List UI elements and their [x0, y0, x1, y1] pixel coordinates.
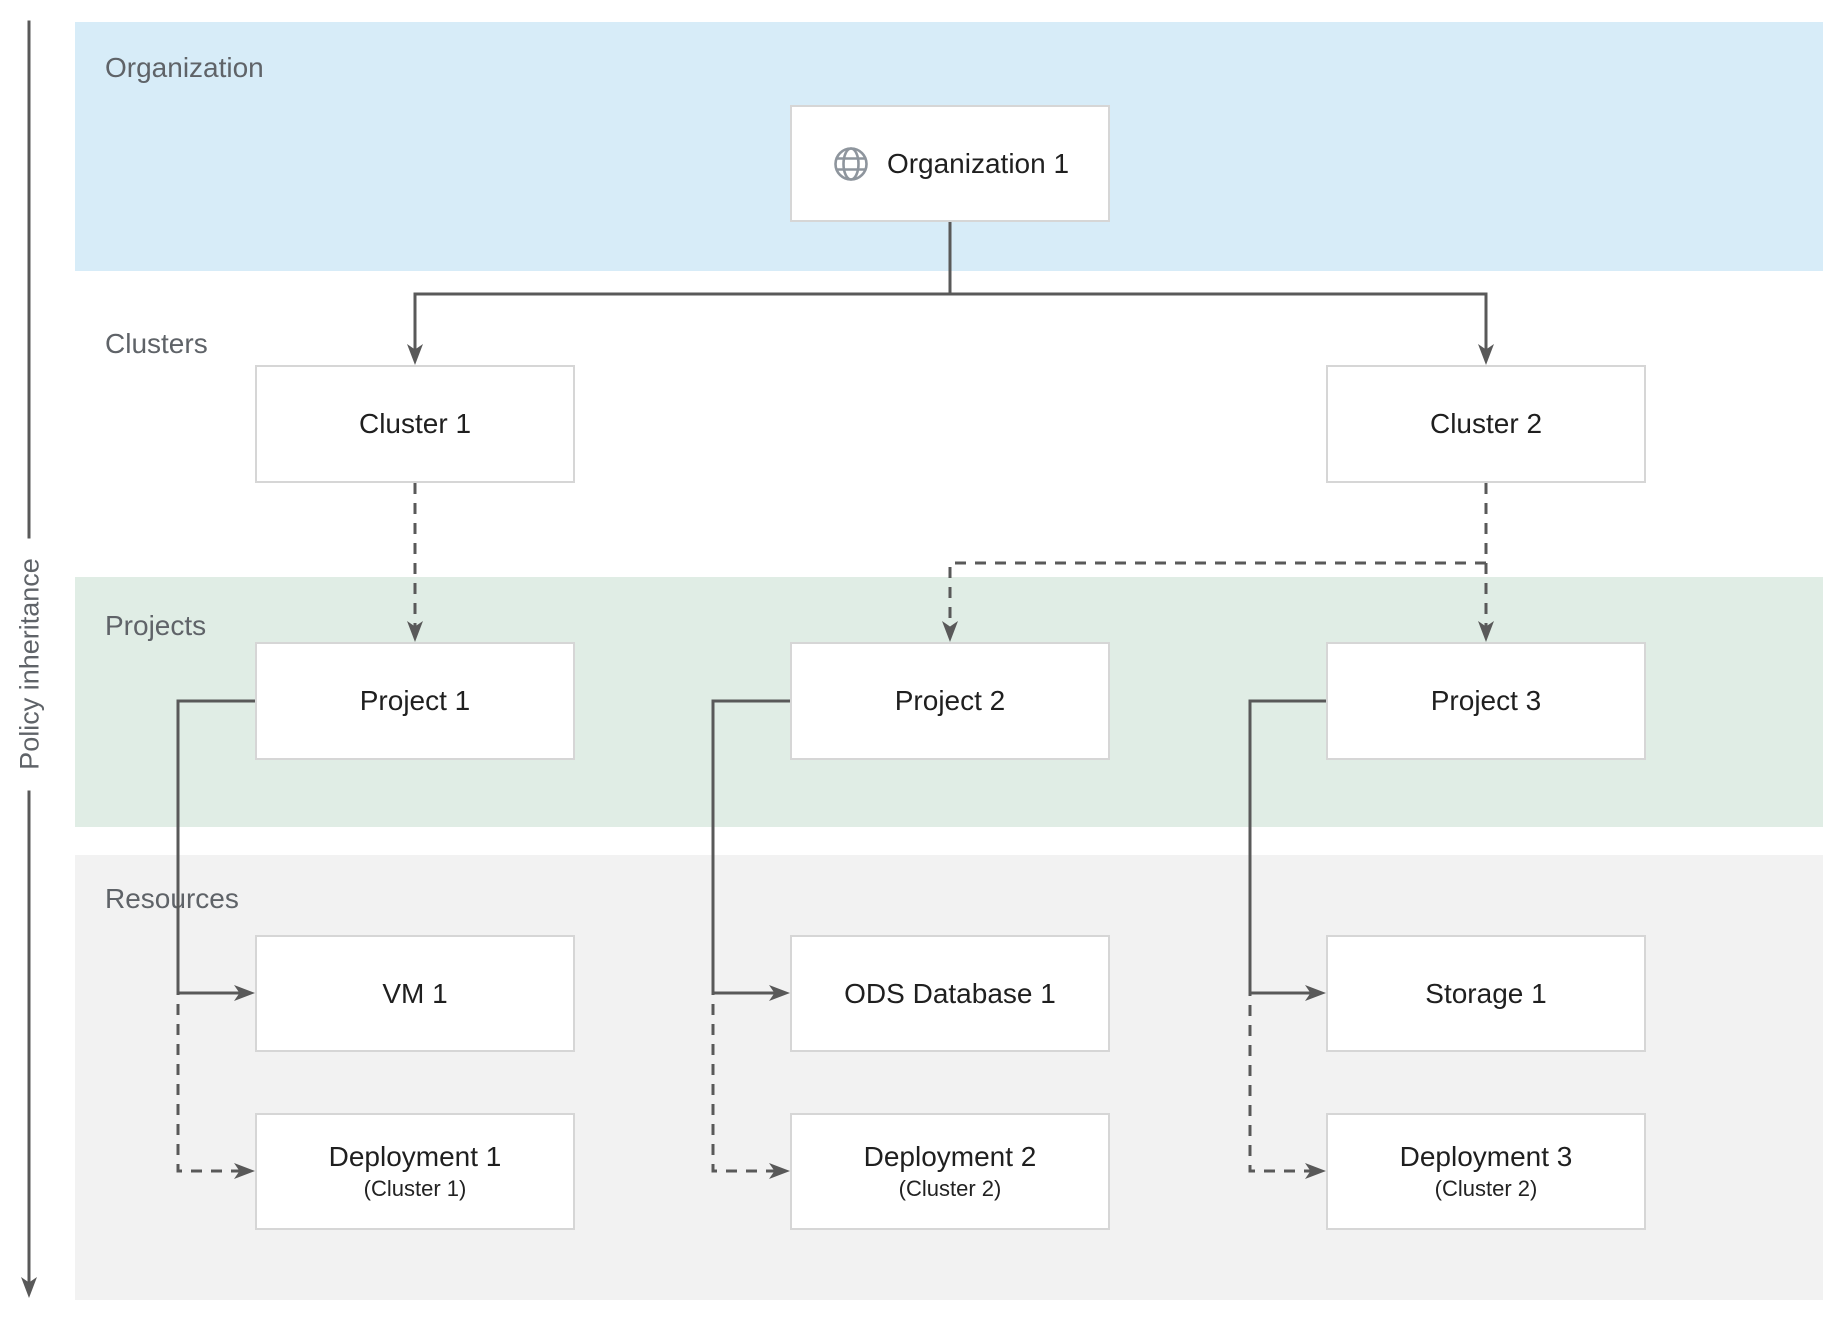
node-project-1: Project 1	[255, 642, 575, 760]
node-deployment-3: Deployment 3 (Cluster 2)	[1326, 1113, 1646, 1230]
node-project-2: Project 2	[790, 642, 1110, 760]
node-label: VM 1	[382, 977, 448, 1009]
node-label: Storage 1	[1425, 977, 1547, 1009]
node-label: Deployment 2	[863, 1141, 1037, 1173]
organization-band-label: Organization	[105, 52, 264, 83]
node-ods-database-1: ODS Database 1	[790, 935, 1110, 1052]
node-deployment-1: Deployment 1 (Cluster 1)	[255, 1113, 575, 1230]
node-label: ODS Database 1	[844, 977, 1056, 1009]
node-label: Project 1	[359, 685, 471, 716]
node-project-3: Project 3	[1326, 642, 1646, 760]
node-sublabel: (Cluster 2)	[898, 1176, 1002, 1202]
node-cluster-2: Cluster 2	[1326, 365, 1646, 483]
node-deployment-2: Deployment 2 (Cluster 2)	[790, 1113, 1110, 1230]
node-label: Deployment 3	[1399, 1141, 1573, 1173]
clusters-band-label: Clusters	[105, 328, 208, 359]
resources-band-label: Resources	[105, 883, 239, 914]
node-label: Organization 1	[886, 147, 1070, 179]
globe-icon	[834, 146, 868, 181]
projects-band-label: Projects	[105, 610, 207, 641]
node-label: Project 2	[894, 685, 1006, 716]
node-label: Cluster 1	[358, 408, 472, 439]
node-label: Cluster 2	[1429, 408, 1543, 439]
node-label: Project 3	[1430, 685, 1542, 716]
node-sublabel: (Cluster 1)	[363, 1176, 467, 1202]
node-storage-1: Storage 1	[1326, 935, 1646, 1052]
node-sublabel: (Cluster 2)	[1434, 1176, 1538, 1202]
node-organization-1: Organization 1	[790, 105, 1110, 222]
resources-band	[75, 855, 1823, 1300]
policy-inheritance-label: Policy inheritance	[14, 558, 45, 770]
node-vm-1: VM 1	[255, 935, 575, 1052]
node-cluster-1: Cluster 1	[255, 365, 575, 483]
node-label: Deployment 1	[328, 1141, 502, 1173]
